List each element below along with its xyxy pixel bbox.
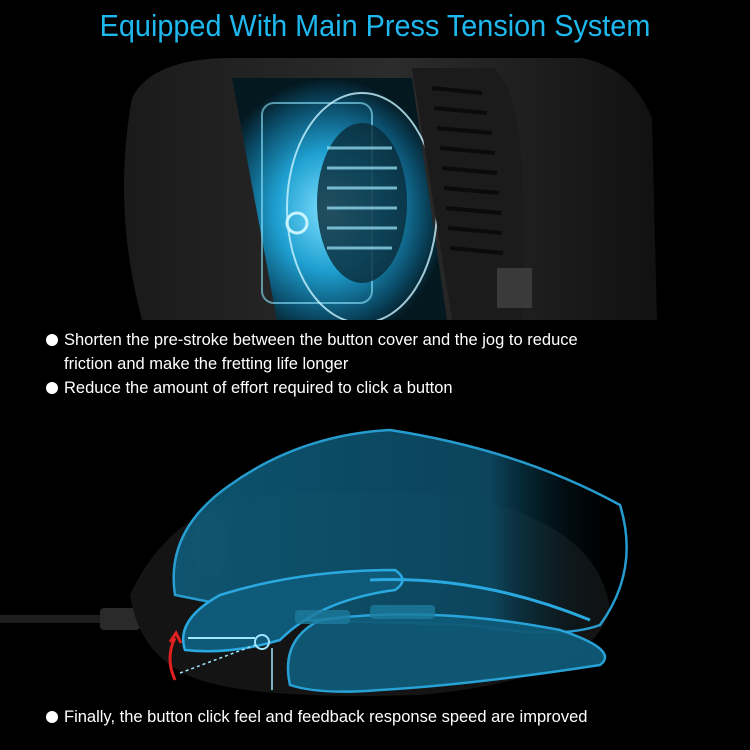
bullet-icon bbox=[46, 334, 58, 346]
feature-text: Reduce the amount of effort required to … bbox=[64, 379, 453, 397]
feature-text: Shorten the pre-stroke between the butto… bbox=[64, 331, 578, 349]
switch-closeup-image bbox=[124, 58, 657, 320]
bullet-icon bbox=[46, 382, 58, 394]
feature-text: Finally, the button click feel and feedb… bbox=[64, 708, 588, 726]
mouse-hand-image bbox=[0, 428, 628, 696]
feature-item: Reduce the amount of effort required to … bbox=[45, 376, 685, 400]
feature-item-final: Finally, the button click feel and feedb… bbox=[45, 705, 587, 729]
feature-text-cont: friction and make the fretting life long… bbox=[64, 355, 349, 373]
red-arrow-icon bbox=[168, 637, 177, 681]
feature-list: Shorten the pre-stroke between the butto… bbox=[45, 328, 685, 400]
feature-item: Shorten the pre-stroke between the butto… bbox=[45, 328, 685, 376]
bullet-icon bbox=[46, 711, 58, 723]
page-title: Equipped With Main Press Tension System bbox=[99, 8, 651, 43]
